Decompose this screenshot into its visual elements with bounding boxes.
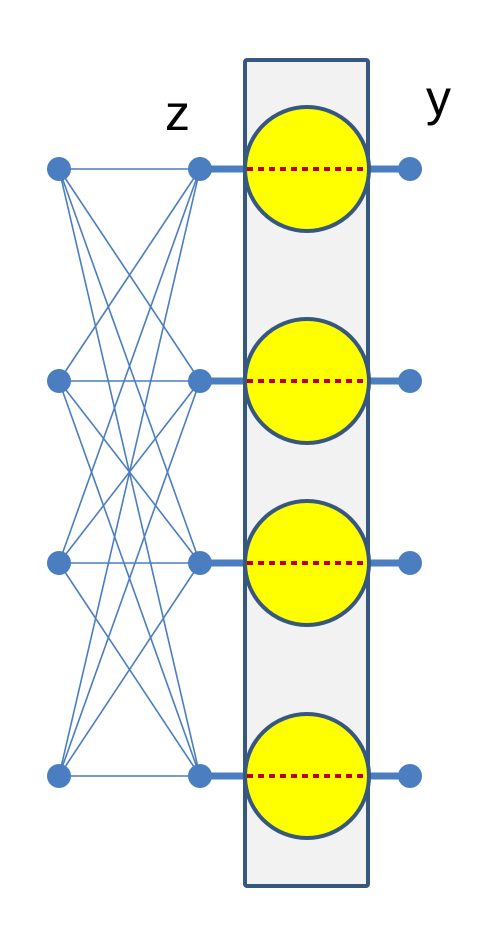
input-node-1 <box>47 157 71 181</box>
z-node-2 <box>188 369 212 393</box>
y-node-2 <box>398 369 422 393</box>
z-label: z <box>165 85 190 141</box>
edge-in3-z1 <box>58 168 201 564</box>
activation-units <box>200 105 410 840</box>
y-node-4 <box>398 764 422 788</box>
y-node-3 <box>398 551 422 575</box>
activation-panel <box>243 58 370 888</box>
input-node-3 <box>47 551 71 575</box>
input-node-2 <box>47 369 71 393</box>
input-to-z-connections <box>58 168 201 777</box>
edge-in4-z2 <box>58 380 201 777</box>
y-node-1 <box>398 157 422 181</box>
z-node-4 <box>188 764 212 788</box>
y-label: y <box>426 70 451 126</box>
edge-in4-z1 <box>58 168 201 777</box>
input-node-4 <box>47 764 71 788</box>
edge-in2-z1 <box>58 168 201 382</box>
edge-in4-z3 <box>58 562 201 777</box>
z-node-1 <box>188 157 212 181</box>
z-node-3 <box>188 551 212 575</box>
network-nodes <box>47 157 422 788</box>
